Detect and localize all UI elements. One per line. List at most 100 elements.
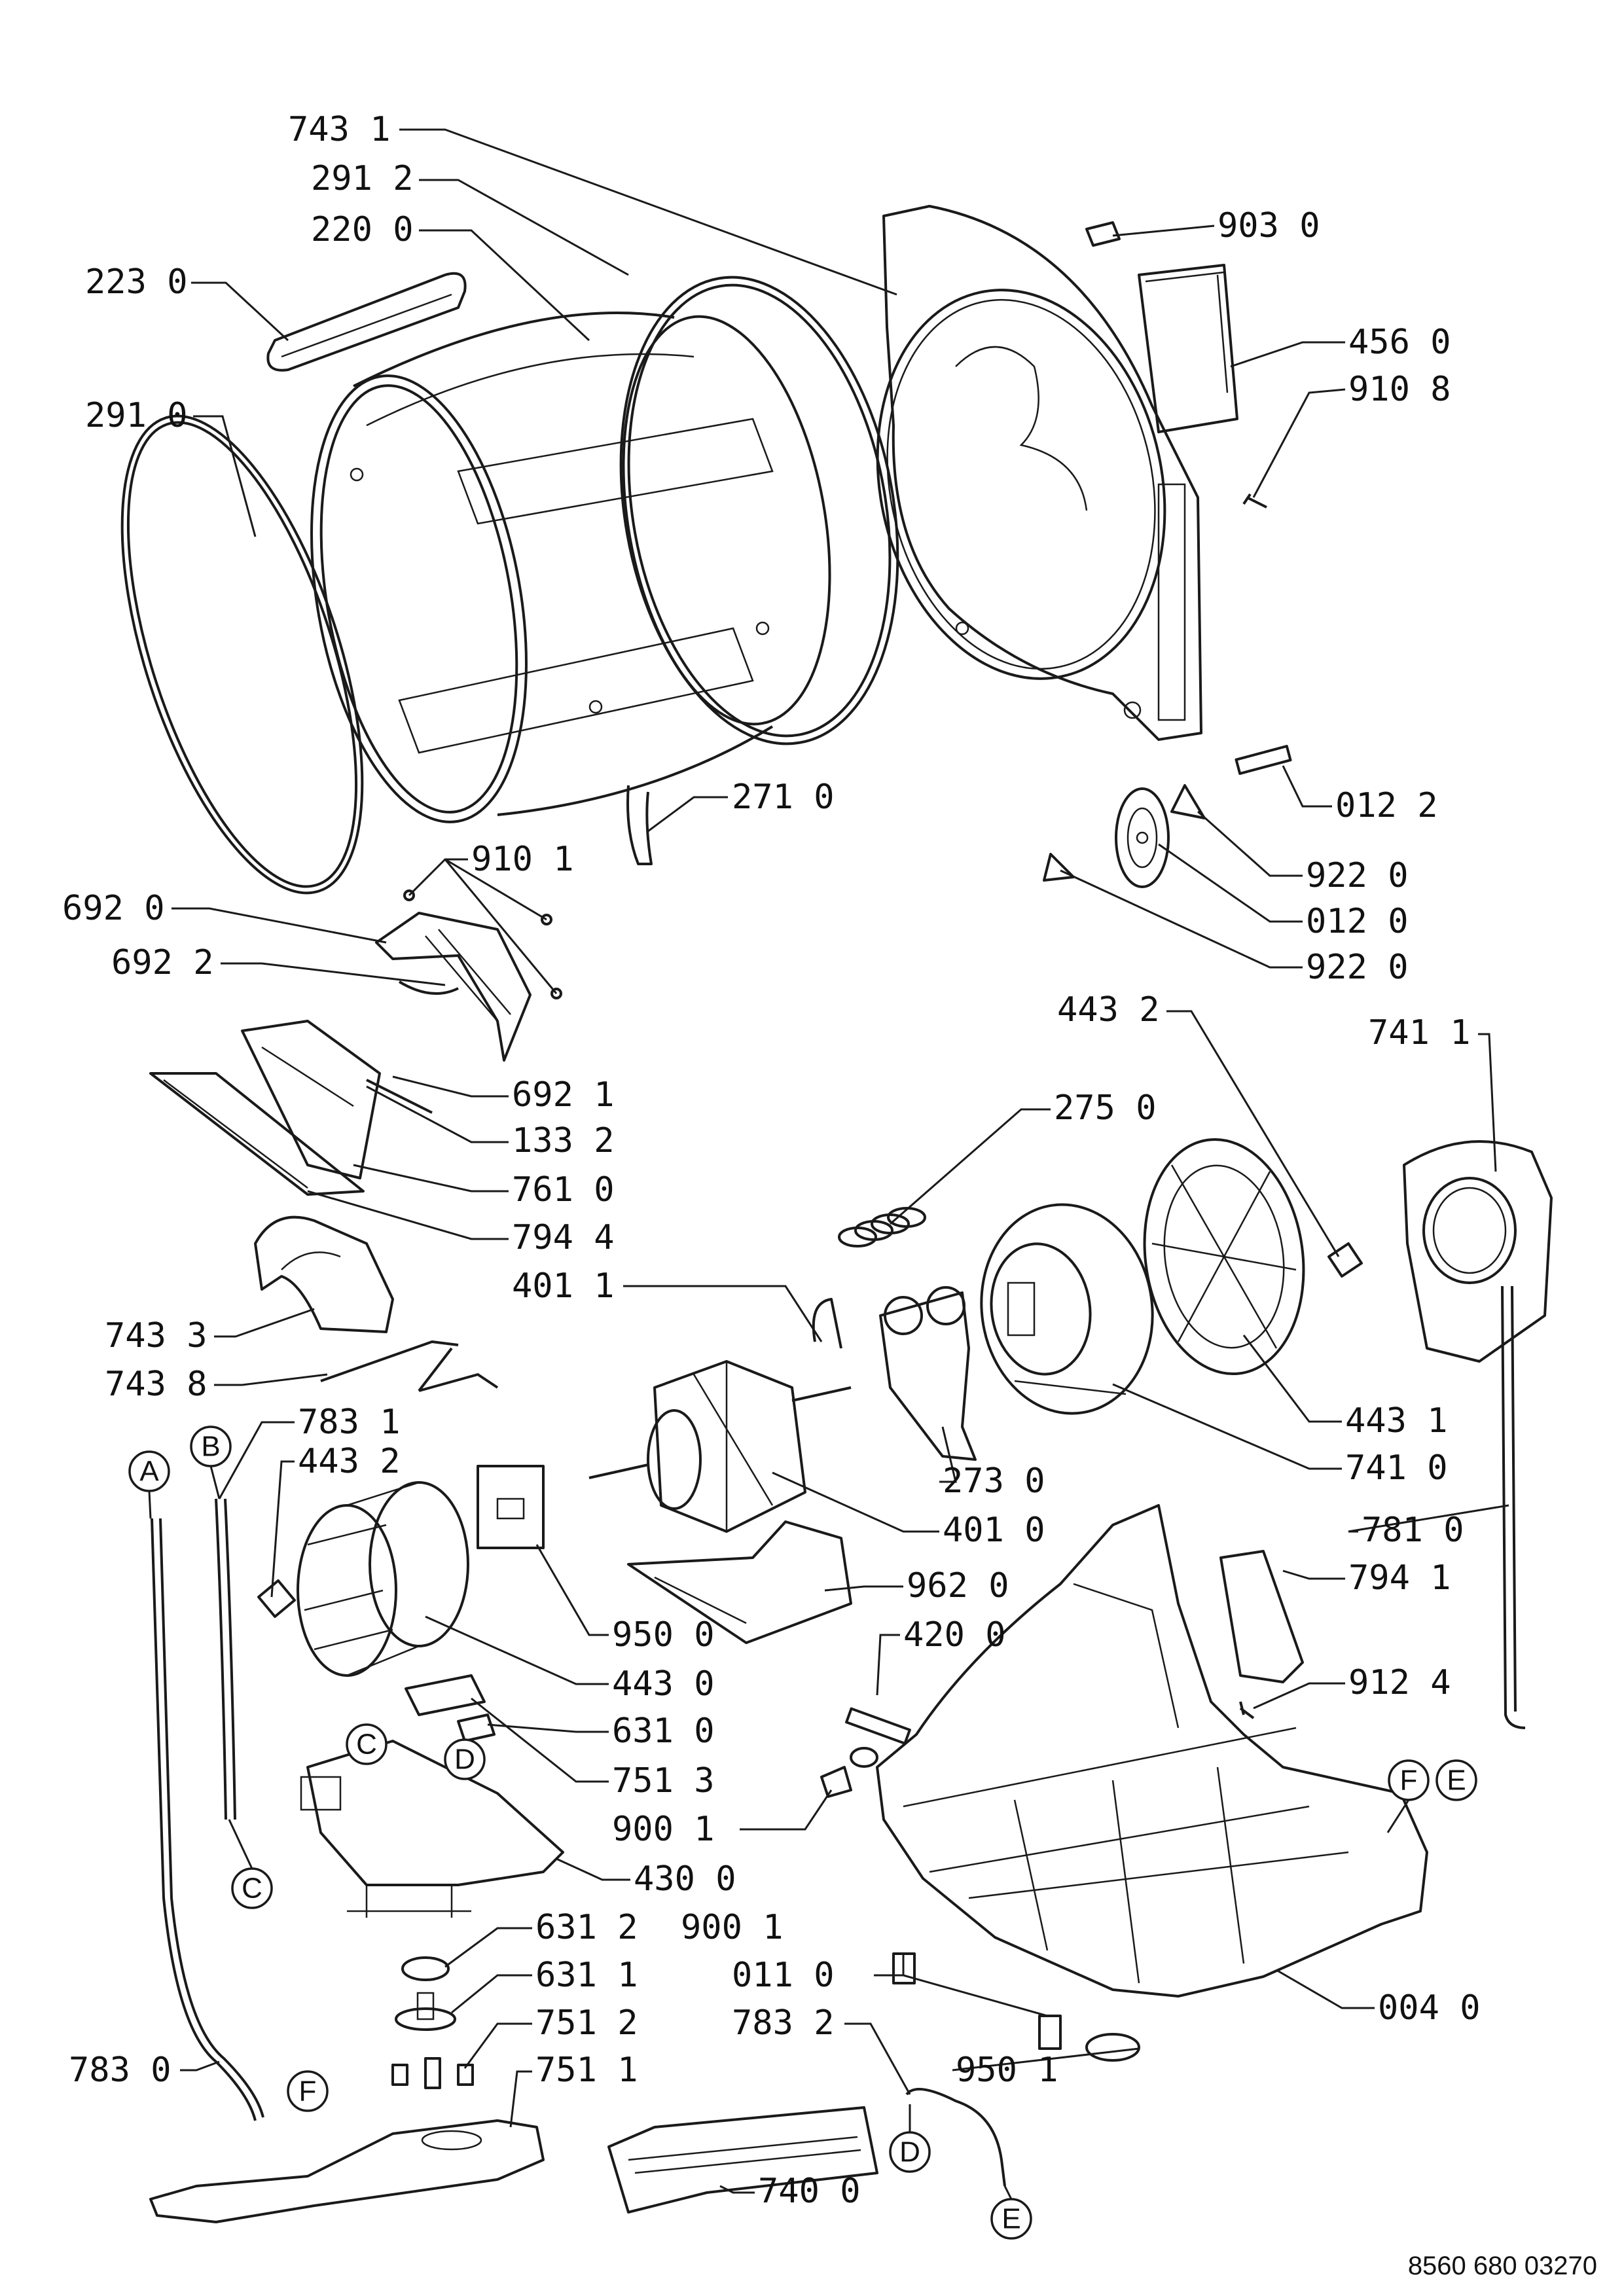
tube-781-0 bbox=[1501, 1285, 1526, 1729]
callout-d-top: D bbox=[444, 1738, 486, 1780]
shaft-pin bbox=[1235, 745, 1292, 775]
part-label-631-2: 631 2 bbox=[535, 1908, 638, 1947]
callout-e-bottom: E bbox=[990, 2198, 1032, 2240]
seal-ring-631-2 bbox=[401, 1956, 450, 1981]
sensor-751-3 bbox=[405, 1674, 486, 1716]
leader-lines bbox=[148, 128, 1509, 2200]
switch-parts bbox=[391, 2057, 474, 2089]
part-label-751-1: 751 1 bbox=[535, 2051, 638, 2090]
part-label-443-2-b: 443 2 bbox=[298, 1442, 401, 1481]
part-label-910-1: 910 1 bbox=[471, 840, 574, 879]
clip-922-upper bbox=[1170, 784, 1206, 819]
part-label-900-1-a: 900 1 bbox=[612, 1810, 715, 1849]
clip-922-lower bbox=[1043, 853, 1075, 882]
terminal-block bbox=[1138, 264, 1238, 433]
belt-tensioner bbox=[879, 1286, 977, 1461]
callout-f-left: F bbox=[287, 2070, 329, 2112]
base-bracket bbox=[149, 2119, 545, 2223]
filter-housing-parts bbox=[149, 889, 562, 1196]
part-label-291-0: 291 0 bbox=[85, 396, 188, 435]
hose-783-2 bbox=[905, 2088, 1006, 2187]
heater-element bbox=[607, 2106, 878, 2214]
part-label-783-0: 783 0 bbox=[69, 2051, 171, 2090]
part-label-751-3: 751 3 bbox=[612, 1761, 715, 1801]
drive-belt-tail bbox=[626, 785, 653, 865]
heat-shield bbox=[627, 1520, 852, 1644]
callout-f-left-circle bbox=[287, 2070, 329, 2112]
motor-housing bbox=[980, 1203, 1154, 1415]
callout-a-letter: A bbox=[139, 1456, 159, 1488]
part-label-273-0: 273 0 bbox=[943, 1462, 1045, 1501]
callout-f-right-letter: F bbox=[1400, 1765, 1418, 1797]
part-label-912-4: 912 4 bbox=[1348, 1663, 1451, 1702]
callout-d-top-circle bbox=[444, 1738, 486, 1780]
callout-e-right-circle bbox=[1435, 1759, 1477, 1801]
callout-f-right-circle bbox=[1388, 1759, 1430, 1801]
foot-950-1 bbox=[1085, 2033, 1140, 2062]
part-label-692-1: 692 1 bbox=[512, 1075, 615, 1115]
part-label-271-0: 271 0 bbox=[732, 778, 835, 817]
screw-912-4 bbox=[1239, 1701, 1255, 1719]
part-label-761-0: 761 0 bbox=[512, 1170, 615, 1210]
part-label-420-0: 420 0 bbox=[903, 1615, 1006, 1655]
housing-cover bbox=[254, 1215, 394, 1333]
clip bbox=[1085, 221, 1121, 247]
callout-c-left-circle bbox=[231, 1867, 273, 1909]
fan-housing bbox=[1403, 1140, 1553, 1363]
part-label-692-0: 692 0 bbox=[62, 889, 165, 928]
part-label-692-2: 692 2 bbox=[111, 943, 214, 982]
part-label-794-4: 794 4 bbox=[512, 1218, 615, 1257]
part-label-133-2: 133 2 bbox=[512, 1121, 615, 1160]
callout-c-top: C bbox=[346, 1723, 388, 1765]
float-631-1 bbox=[395, 1992, 456, 2031]
part-label-950-1: 950 1 bbox=[956, 2051, 1058, 2090]
base-frame bbox=[876, 1504, 1428, 1998]
part-label-741-1: 741 1 bbox=[1368, 1013, 1471, 1052]
part-label-743-1: 743 1 bbox=[288, 110, 391, 149]
part-label-430-0: 430 0 bbox=[634, 1859, 736, 1899]
part-label-443-2-a: 443 2 bbox=[1057, 990, 1160, 1030]
part-label-223-0: 223 0 bbox=[85, 262, 188, 302]
part-label-631-1: 631 1 bbox=[535, 1956, 638, 1995]
feet-011-0 bbox=[892, 1952, 1062, 2050]
fan-wheel bbox=[1143, 1138, 1305, 1376]
pump-housing bbox=[300, 1740, 564, 1918]
part-label-743-3: 743 3 bbox=[105, 1316, 208, 1355]
rear-bulkhead bbox=[876, 205, 1202, 741]
gasket-794-1 bbox=[1219, 1550, 1304, 1683]
part-label-401-1: 401 1 bbox=[512, 1266, 615, 1306]
part-label-456-0: 456 0 bbox=[1348, 323, 1451, 362]
part-label-012-0: 012 0 bbox=[1306, 902, 1409, 941]
clip-443-upper bbox=[1327, 1242, 1363, 1278]
callout-d-bottom: D bbox=[889, 2131, 931, 2173]
drum bbox=[310, 312, 831, 823]
drive-motor bbox=[588, 1360, 852, 1533]
part-label-401-0: 401 0 bbox=[943, 1511, 1045, 1550]
rear-seal-ring bbox=[619, 276, 899, 745]
callout-a: A bbox=[128, 1450, 170, 1492]
part-label-781-0: 781 0 bbox=[1362, 1511, 1464, 1550]
callout-d-top-letter: D bbox=[454, 1744, 475, 1776]
part-label-903-0: 903 0 bbox=[1218, 206, 1320, 245]
callout-f-right: F bbox=[1388, 1759, 1430, 1801]
motor-clip bbox=[812, 1298, 842, 1349]
callout-d-bottom-letter: D bbox=[899, 2136, 920, 2168]
callout-b: B bbox=[190, 1426, 232, 1467]
screw bbox=[1242, 493, 1267, 509]
callout-a-circle bbox=[128, 1450, 170, 1492]
part-label-783-1: 783 1 bbox=[298, 1403, 401, 1442]
part-label-443-1: 443 1 bbox=[1345, 1401, 1448, 1441]
part-label-962-0: 962 0 bbox=[907, 1566, 1009, 1605]
callout-b-circle bbox=[190, 1426, 232, 1467]
part-label-910-8: 910 8 bbox=[1348, 370, 1451, 409]
callout-d-bottom-circle bbox=[889, 2131, 931, 2173]
document-code: 8560 680 03270 bbox=[1408, 2251, 1597, 2280]
sensor-631-0 bbox=[457, 1713, 496, 1742]
part-label-740-0: 740 0 bbox=[758, 2172, 861, 2211]
clip-443-left bbox=[257, 1579, 296, 1618]
callout-e-right: E bbox=[1435, 1759, 1477, 1801]
callout-f-left-letter: F bbox=[299, 2075, 317, 2108]
part-label-012-2: 012 2 bbox=[1335, 786, 1438, 825]
